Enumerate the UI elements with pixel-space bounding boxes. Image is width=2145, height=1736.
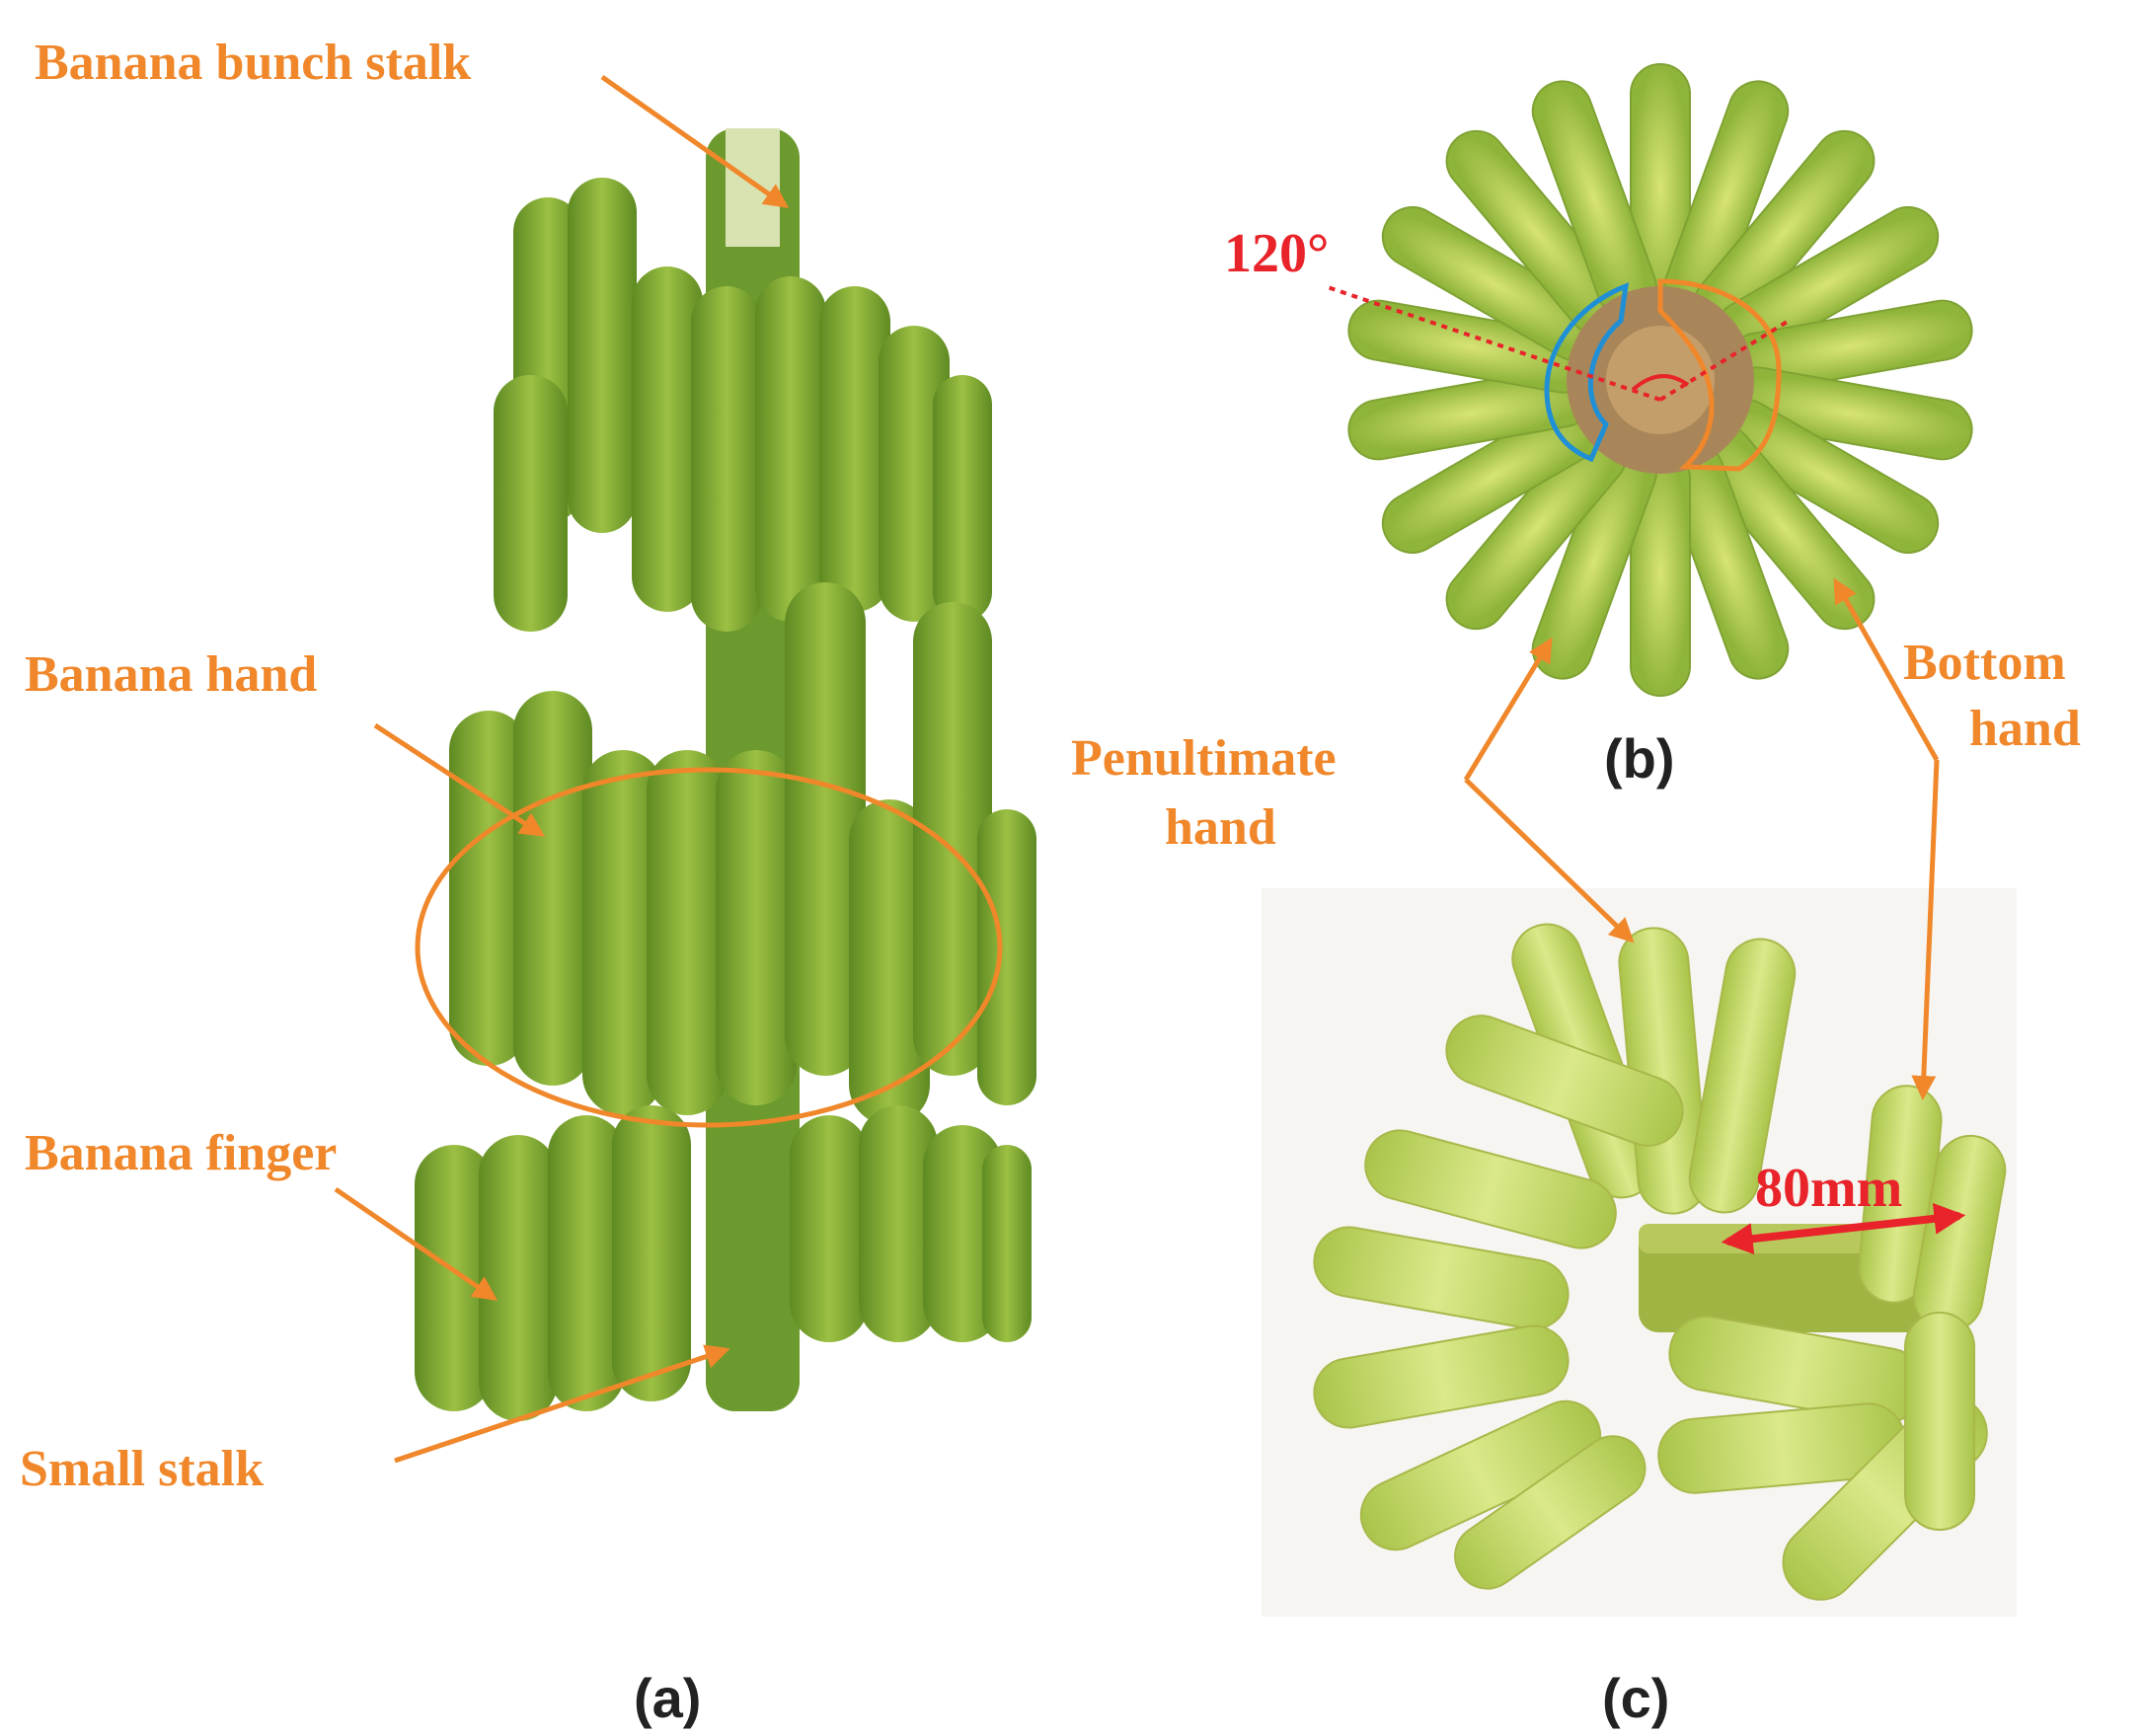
caption-a: (a) (634, 1667, 701, 1729)
hand-highlight-ellipse (415, 767, 1003, 1128)
label-bottom-line2: hand (1969, 701, 2081, 757)
label-angle: 120° (1224, 223, 1329, 284)
arrow-banana-finger (334, 1186, 498, 1301)
middle-hand-shape (449, 582, 1036, 1125)
arrow-bunch-stalk (600, 74, 790, 208)
label-banana-finger: Banana finger (25, 1125, 337, 1181)
panel-c-photo (1262, 888, 2017, 1617)
caption-b: (b) (1604, 727, 1675, 790)
caption-c: (c) (1602, 1667, 1669, 1729)
radial-fingers-shape (1347, 63, 1973, 697)
panel-b-photo (1324, 63, 1973, 697)
bottom-hand-c-shape (1657, 1085, 2007, 1601)
orange-outline-shape (1657, 278, 1782, 472)
arrow-banana-hand (373, 722, 546, 837)
label-banana-hand: Banana hand (25, 646, 317, 703)
panel-a-photo (415, 128, 1036, 1421)
label-distance: 80mm (1755, 1158, 1902, 1219)
measure-arrow (1721, 1202, 1966, 1255)
angle-arc (1631, 374, 1690, 392)
arrow-penultimate-down (1464, 778, 1635, 943)
label-bunch-stalk: Banana bunch stalk (35, 35, 471, 91)
arrow-bottom-down (1911, 759, 1940, 1100)
angle-line-right (1658, 319, 1791, 402)
arrow-bottom-up (1833, 577, 1940, 762)
label-penultimate-line1: Penultimate (1071, 730, 1337, 787)
label-small-stalk: Small stalk (20, 1441, 264, 1497)
penultimate-hand-shape (1313, 923, 1797, 1590)
top-hand-shape (494, 178, 992, 632)
arrow-small-stalk (394, 1344, 730, 1464)
bottom-hand-shape (415, 1105, 1032, 1421)
label-penultimate-line2: hand (1165, 799, 1276, 856)
blue-outline-shape (1544, 282, 1630, 463)
label-bottom-line1: Bottom (1903, 635, 2066, 691)
arrow-penultimate-up (1463, 637, 1553, 782)
